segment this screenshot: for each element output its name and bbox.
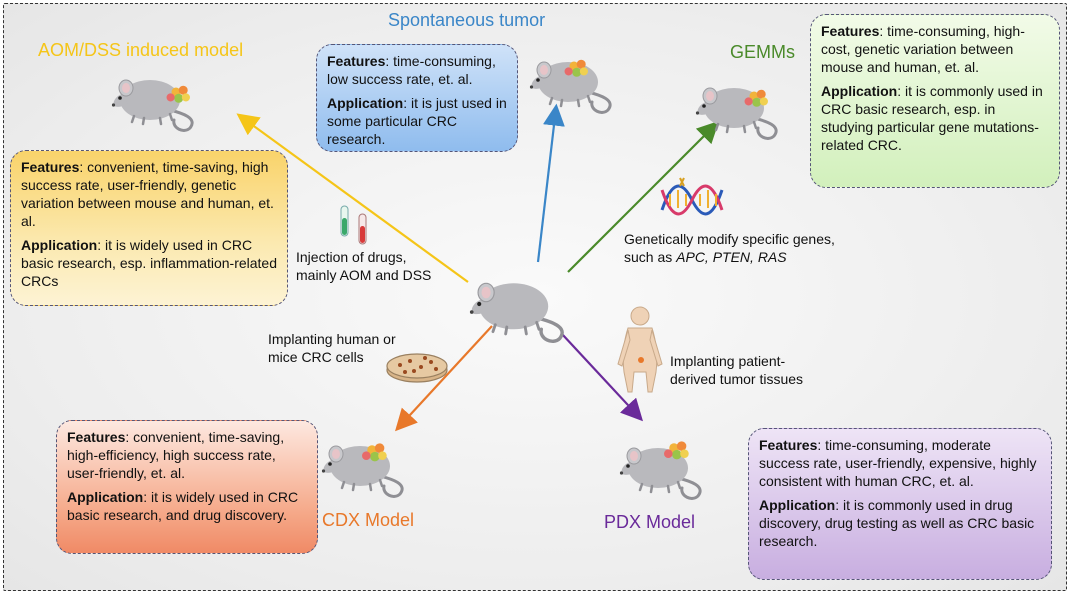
- spontaneous-features: Features: time-consuming, low success ra…: [327, 53, 496, 87]
- arrow-cdx: [395, 325, 493, 432]
- note-injection: Injection of drugs, mainly AOM and DSS: [296, 249, 432, 283]
- box-pdx: Features: time-consuming, moderate succe…: [748, 428, 1052, 580]
- pdx-features: Features: time-consuming, moderate succe…: [759, 437, 1037, 489]
- box-cdx: Features: convenient, time-saving, high-…: [56, 420, 318, 554]
- cdx-application: Application: it is widely used in CRC ba…: [67, 489, 299, 523]
- mouse-icon: [320, 443, 404, 498]
- note-implant-tissue: Implanting patient-derived tumor tissues: [670, 353, 804, 387]
- box-aom: Features: convenient, time-saving, high …: [10, 150, 288, 306]
- gemms-application: Application: it is commonly used in CRC …: [821, 83, 1043, 153]
- tumor-site-marker: [638, 357, 644, 363]
- test-tubes-icon: [340, 205, 367, 245]
- title-gemms: GEMMs: [730, 42, 795, 62]
- box-gemms: Features: time-consuming, high-cost, gen…: [810, 14, 1060, 188]
- arrow-gemms: [567, 120, 720, 273]
- mouse-icon: [110, 78, 194, 132]
- tumor-cluster-icon: [362, 443, 387, 462]
- gemms-features: Features: time-consuming, high-cost, gen…: [821, 23, 1025, 75]
- arrow-aom: [236, 113, 469, 283]
- title-pdx: PDX Model: [604, 512, 696, 532]
- mouse-icon: [618, 441, 702, 500]
- human-body-icon: [617, 306, 663, 393]
- arrow-spontaneous: [536, 103, 565, 263]
- mouse-icon-center: [468, 281, 564, 344]
- title-spontaneous: Spontaneous tumor: [388, 10, 546, 30]
- note-implant-cells: Implanting human or mice CRC cells: [268, 331, 396, 365]
- pdx-application: Application: it is commonly used in drug…: [759, 497, 1035, 549]
- arrow-pdx: [561, 333, 643, 422]
- aom-features: Features: convenient, time-saving, high …: [21, 159, 274, 229]
- title-cdx: CDX Model: [322, 510, 415, 530]
- dna-helix-icon: [660, 177, 724, 216]
- spontaneous-application: Application: it is just used in some par…: [327, 95, 507, 147]
- tumor-cluster-icon: [664, 441, 689, 460]
- note-genetic: Genetically modify specific genes, such …: [624, 231, 835, 265]
- cdx-features: Features: convenient, time-saving, high-…: [67, 429, 285, 481]
- title-aom: AOM/DSS induced model: [38, 40, 244, 60]
- petri-dish-icon: [386, 353, 448, 383]
- mouse-icon: [528, 59, 612, 114]
- box-spontaneous: Features: time-consuming, low success ra…: [316, 44, 518, 152]
- aom-application: Application: it is widely used in CRC ba…: [21, 237, 278, 289]
